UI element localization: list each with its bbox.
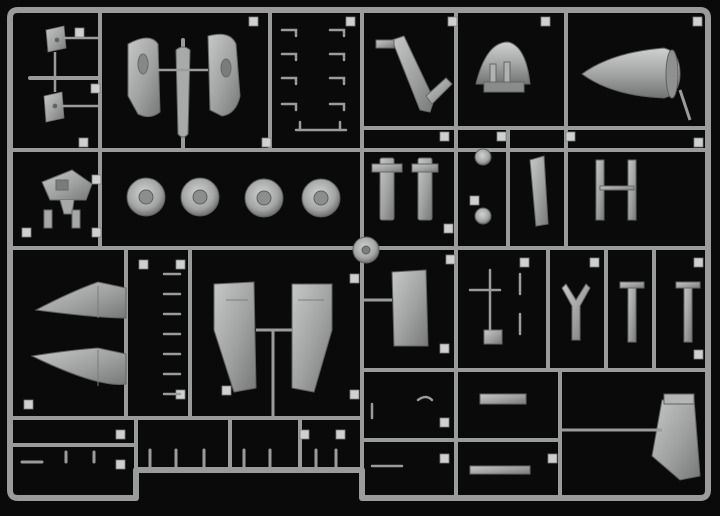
antenna-parts xyxy=(162,272,182,396)
bent-strut xyxy=(375,35,453,113)
exhaust-stubs xyxy=(20,448,358,472)
misc-small-parts xyxy=(370,268,522,468)
cowling-panels xyxy=(127,33,241,138)
wing-panels xyxy=(30,281,127,386)
small-hook-parts xyxy=(280,28,348,132)
gear-struts xyxy=(371,155,637,227)
small-parts-right xyxy=(469,281,701,475)
wheels xyxy=(126,148,492,264)
rectangular-panel xyxy=(362,269,429,347)
spinner-cone xyxy=(581,47,692,121)
seat-part xyxy=(560,393,701,481)
large-panels xyxy=(213,281,333,418)
cockpit-part xyxy=(41,169,93,229)
small-brackets-top-left xyxy=(43,25,100,123)
nose-part xyxy=(475,41,531,93)
